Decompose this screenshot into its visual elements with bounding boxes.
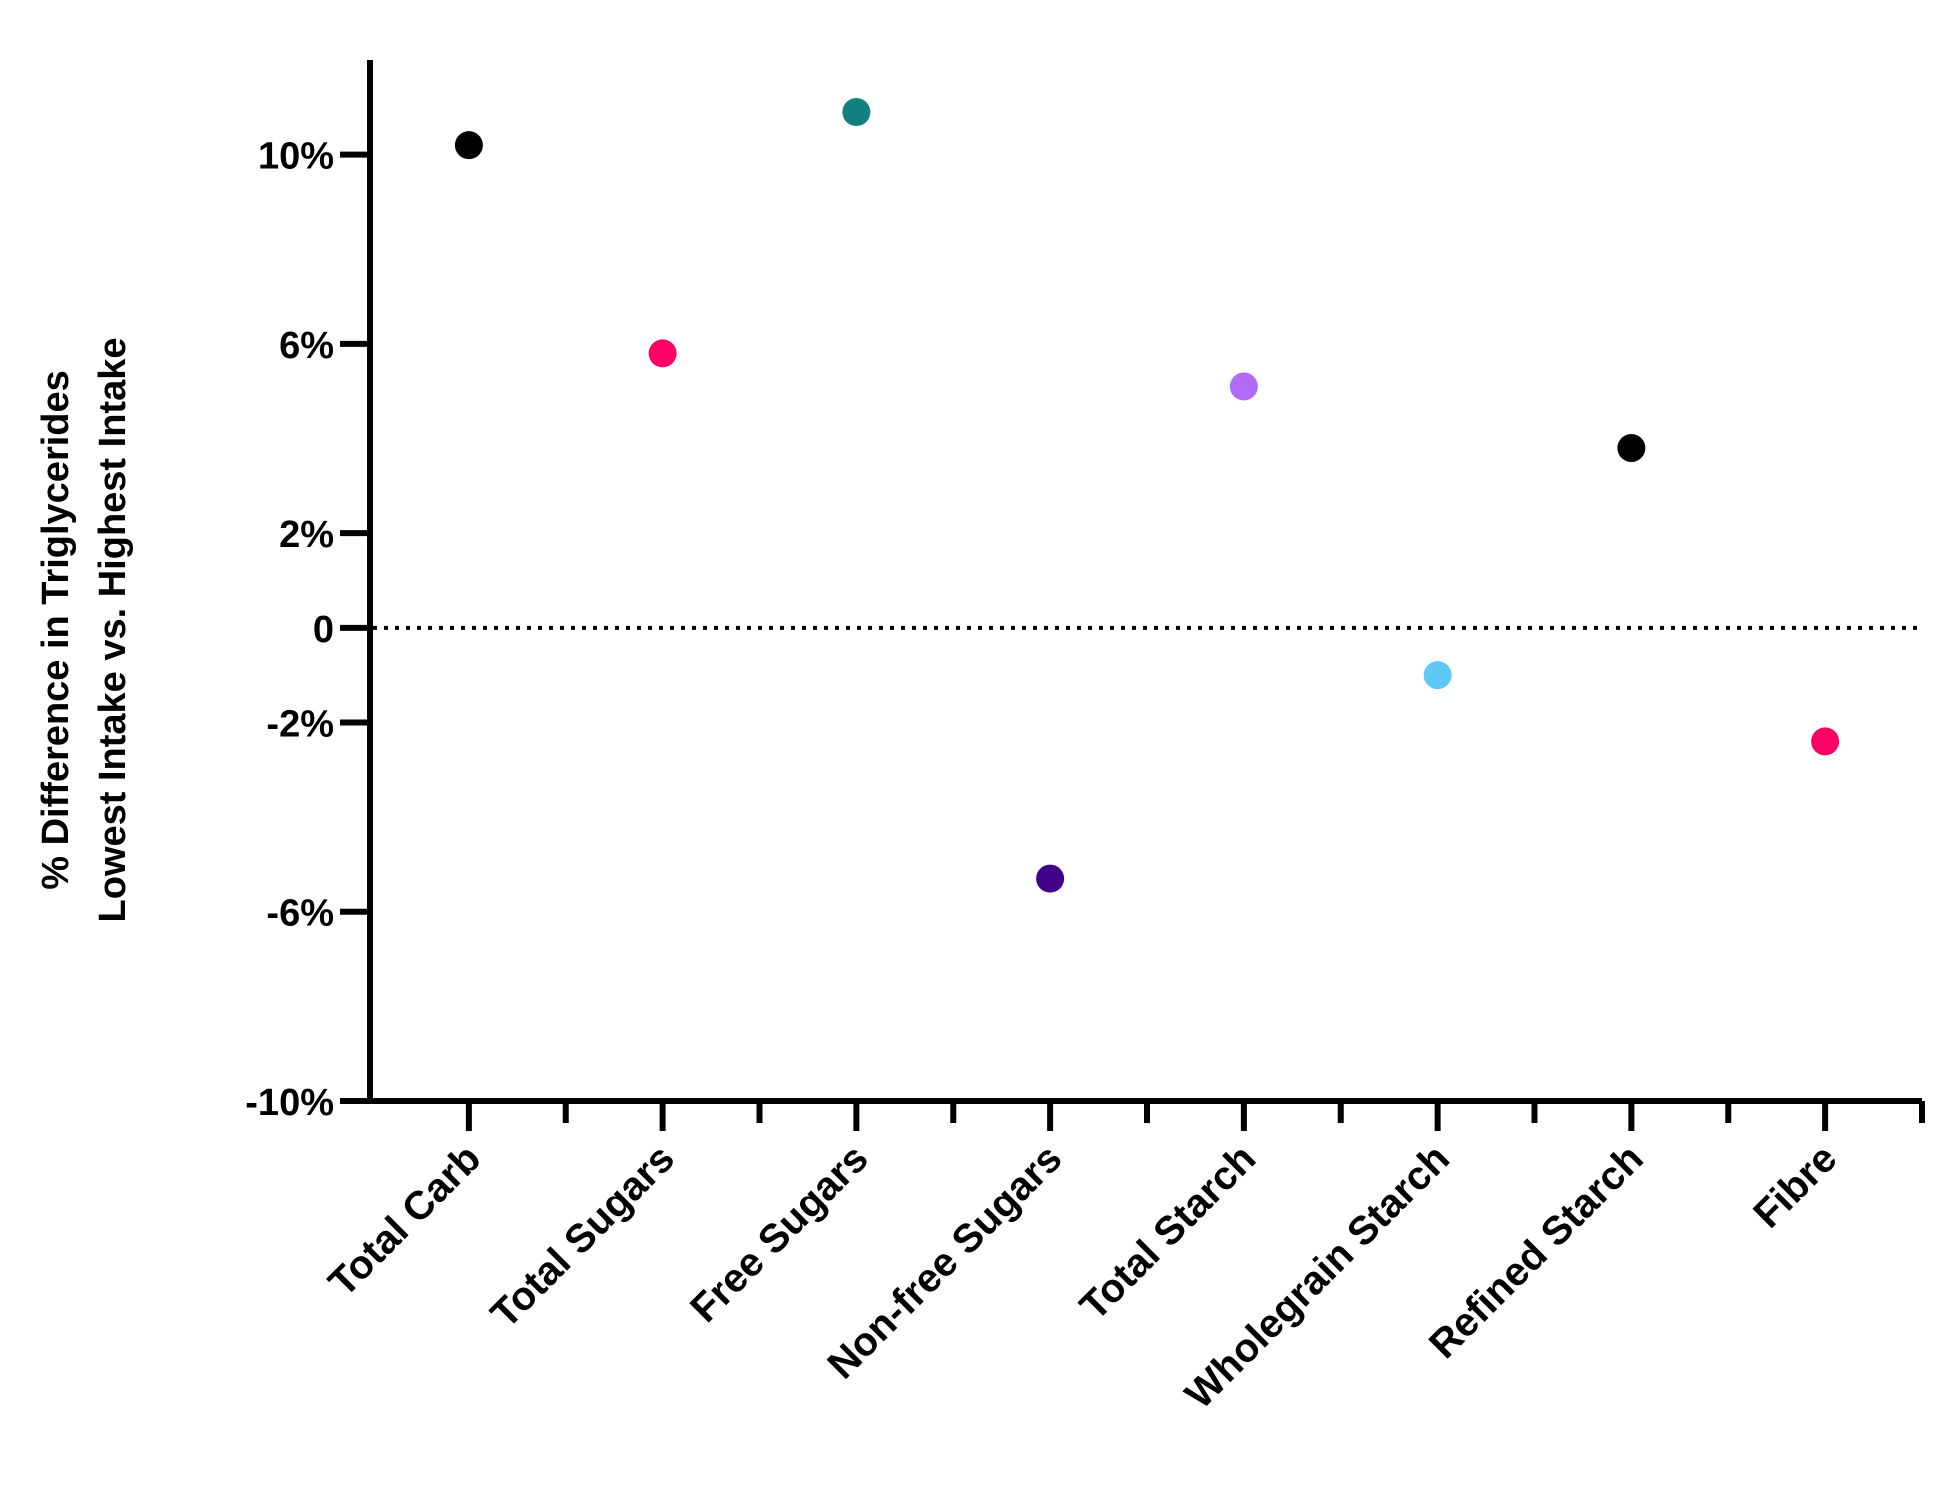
y-axis-label: % Difference in Triglycerides Lowest Int… <box>35 338 134 923</box>
y-tick-label: 2% <box>279 514 334 556</box>
data-point <box>1811 727 1840 756</box>
data-point <box>842 98 871 127</box>
x-category-label: Refined Starch <box>1421 1136 1652 1367</box>
x-category-label: Total Starch <box>1072 1136 1264 1328</box>
data-points <box>454 98 1840 893</box>
data-point <box>1036 864 1065 893</box>
x-category-label: Total Sugars <box>483 1136 683 1336</box>
y-axis-label-line-1: % Difference in Triglycerides <box>35 370 77 890</box>
data-point <box>1423 661 1452 690</box>
y-tick-label: -6% <box>266 893 334 935</box>
y-tick-label: -2% <box>266 703 334 745</box>
y-tick-label: 10% <box>258 136 334 178</box>
y-ticks: 10% 6% 2% 0 -2% -6% -10% <box>245 136 370 1124</box>
y-tick-label: 0 <box>313 609 334 651</box>
data-point <box>1229 372 1258 401</box>
data-point <box>454 131 483 160</box>
y-tick-label: 6% <box>279 325 334 367</box>
data-point <box>648 339 677 368</box>
y-tick-label: -10% <box>245 1082 334 1124</box>
y-axis-label-line-2: Lowest Intake vs. Highest Intake <box>92 338 134 923</box>
axes <box>367 60 1922 1104</box>
x-category-label: Fibre <box>1745 1136 1845 1236</box>
x-category-label: Free Sugars <box>682 1136 877 1331</box>
x-category-label: Total Carb <box>320 1136 489 1305</box>
data-point <box>1617 434 1646 463</box>
